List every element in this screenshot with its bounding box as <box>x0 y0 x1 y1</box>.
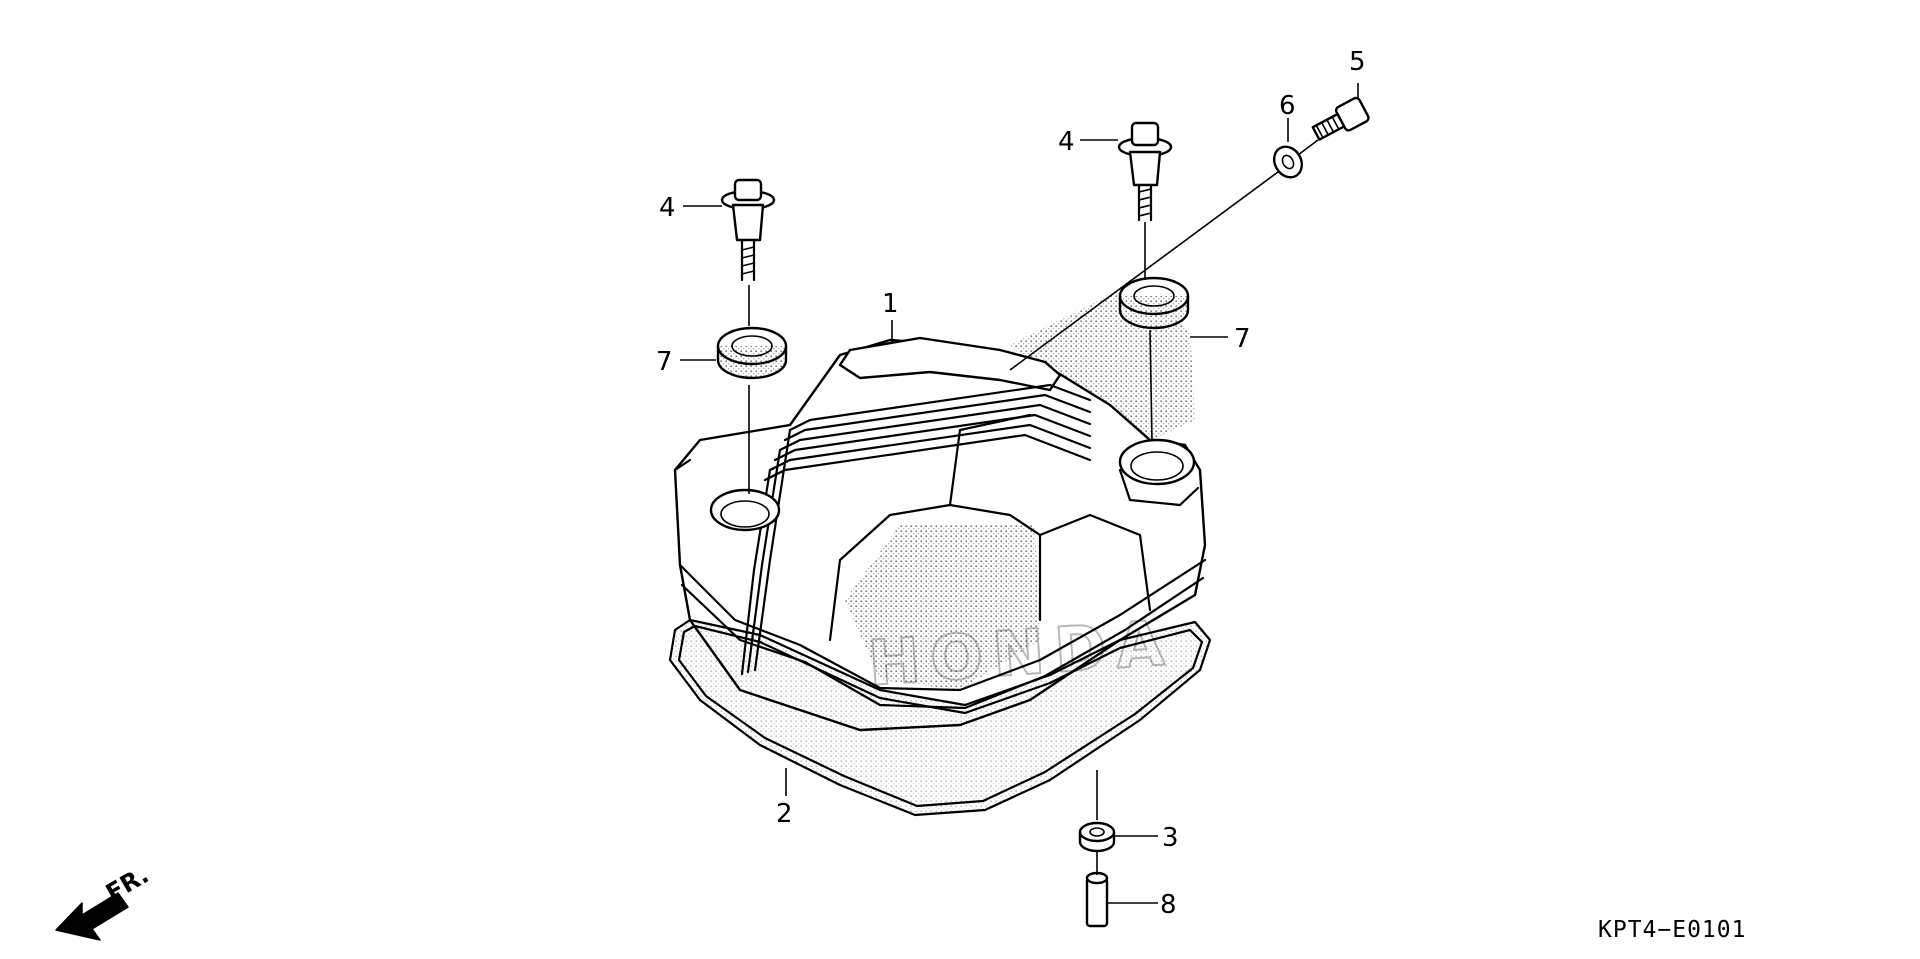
head-cover-gasket <box>668 618 1212 817</box>
callout-7-right: 7 <box>1234 324 1251 354</box>
callout-6: 6 <box>1279 91 1296 121</box>
dowel-pin <box>1085 871 1109 928</box>
callout-5: 5 <box>1349 47 1366 77</box>
figure-code: KPT4−E0101 <box>1598 917 1746 943</box>
flange-bolt-right <box>1117 121 1173 222</box>
callout-2: 2 <box>776 799 793 829</box>
leader-lines <box>680 83 1359 904</box>
callout-7-left: 7 <box>656 347 673 377</box>
cylinder-head-cover <box>673 290 1207 732</box>
callout-1: 1 <box>882 289 899 319</box>
callout-8: 8 <box>1160 890 1177 920</box>
callout-3: 3 <box>1162 823 1179 853</box>
callout-4-left: 4 <box>659 193 676 223</box>
washer <box>1272 145 1304 179</box>
small-seal <box>1078 821 1116 853</box>
rubber-seal-left <box>716 326 788 380</box>
front-arrow-icon: FR. <box>55 861 153 941</box>
bolt-small <box>1311 96 1370 141</box>
rubber-seal-right <box>1118 276 1190 330</box>
flange-bolt-left <box>720 178 776 282</box>
callout-4-right: 4 <box>1058 127 1075 157</box>
